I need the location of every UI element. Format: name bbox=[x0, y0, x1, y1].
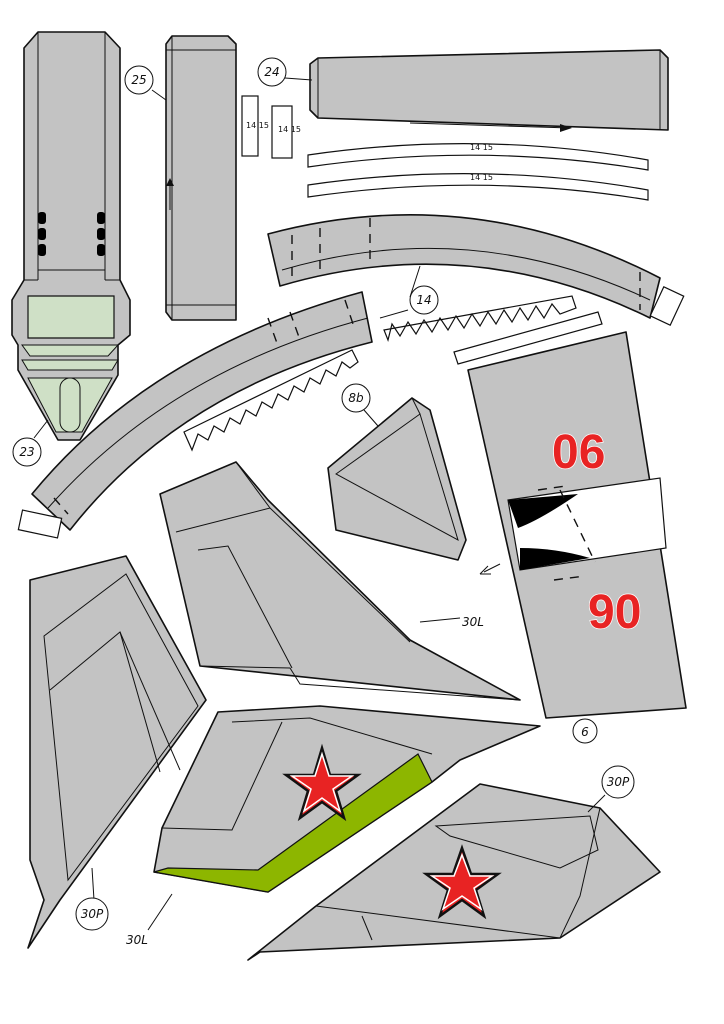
direction-arrow-icon bbox=[479, 563, 501, 575]
part-30P-right-number: 30P bbox=[607, 775, 630, 789]
part-8b-label: 8b bbox=[341, 383, 379, 427]
part-30L-lower-number: 30L bbox=[126, 933, 148, 947]
strip-code-c: 14 15 bbox=[470, 143, 493, 152]
part-30P-left-label: 30P bbox=[75, 867, 109, 931]
part-30P-left-fin bbox=[27, 555, 207, 949]
canopy-glass bbox=[21, 295, 120, 433]
part-30P-right-label: 30P bbox=[587, 765, 635, 813]
part-8b bbox=[327, 397, 467, 561]
sawtooth-strip-upper bbox=[383, 295, 603, 365]
part-25-strip bbox=[165, 35, 237, 321]
red-star-insignia-icon bbox=[422, 844, 502, 920]
bottom-number-marking: 90 bbox=[588, 586, 641, 639]
part-30L-upper-number: 30L bbox=[462, 615, 484, 629]
part-23-fuselage bbox=[11, 31, 131, 441]
part-14-label: 14 bbox=[379, 265, 439, 319]
part-14-upper-ring bbox=[267, 214, 685, 326]
part-14-lower-ring bbox=[17, 291, 373, 539]
sawtooth-strip-lower bbox=[183, 349, 359, 452]
part-30L-upper-fin bbox=[159, 461, 521, 701]
small-strips-25: 14 15 14 15 bbox=[241, 95, 301, 159]
top-number-marking: 06 bbox=[552, 426, 605, 479]
part-23-label: 23 bbox=[12, 419, 49, 467]
part-6-panel: 06 90 bbox=[467, 331, 687, 719]
strip-code-b: 14 15 bbox=[278, 125, 301, 134]
part-30P-right-wing bbox=[247, 783, 661, 961]
part-30L-lower-label: 30L bbox=[126, 893, 173, 947]
part-6-number: 6 bbox=[581, 725, 589, 739]
part-8b-number: 8b bbox=[348, 391, 364, 405]
part-24-label: 24 bbox=[257, 57, 313, 87]
red-star-insignia-icon bbox=[282, 743, 362, 822]
part-25-number: 25 bbox=[131, 73, 146, 87]
part-24-number: 24 bbox=[264, 65, 279, 79]
part-6-label: 6 bbox=[572, 718, 598, 744]
part-30P-left-number: 30P bbox=[81, 907, 104, 921]
part-23-number: 23 bbox=[19, 445, 34, 459]
part-24-strip bbox=[309, 49, 669, 132]
part-30L-lower-wing bbox=[153, 705, 541, 893]
curved-strips-24: 14 15 14 15 bbox=[307, 143, 649, 201]
strip-code-a: 14 15 bbox=[246, 121, 269, 130]
part-25-label: 25 bbox=[124, 65, 167, 101]
strip-code-d: 14 15 bbox=[470, 173, 493, 182]
part-14-number: 14 bbox=[416, 293, 431, 307]
part-30L-upper-label: 30L bbox=[419, 615, 484, 629]
